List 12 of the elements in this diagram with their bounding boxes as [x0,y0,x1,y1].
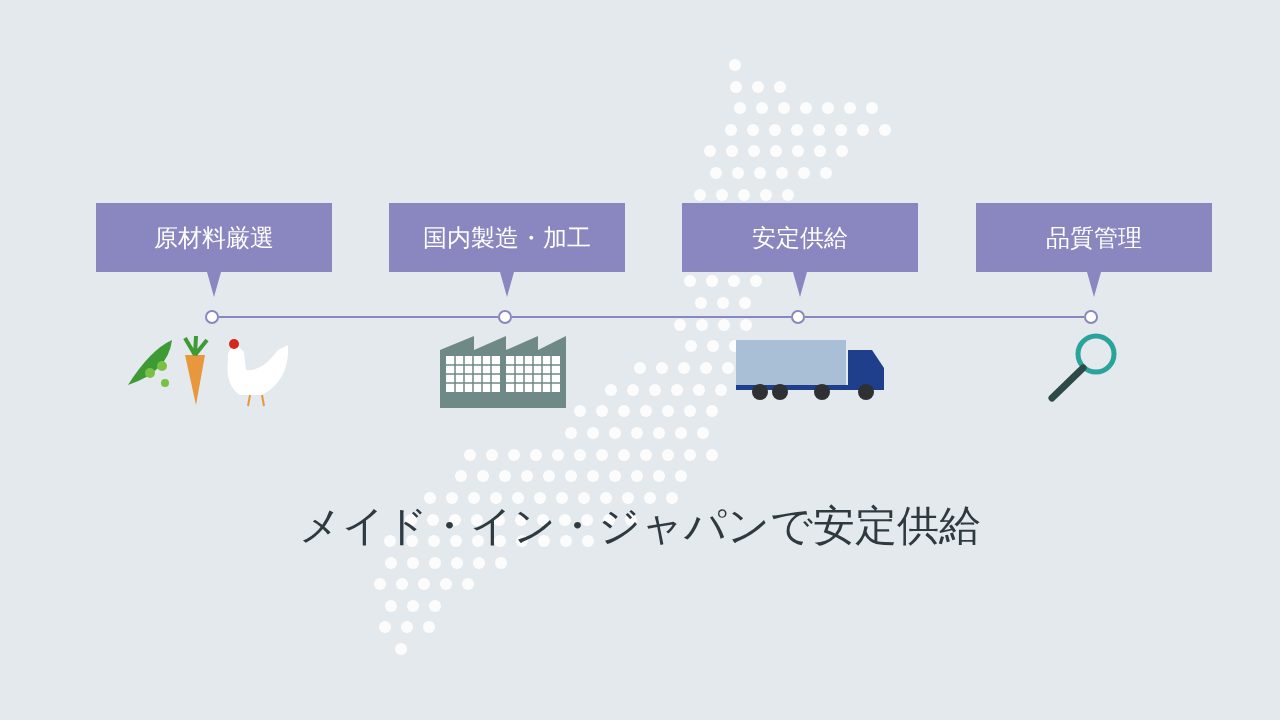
callout-label: 国内製造・加工 [423,223,591,254]
timeline-line [804,316,1085,318]
timeline-line [218,316,499,318]
caption: メイド・イン・ジャパンで安定供給 [298,500,982,552]
timeline-dot [1084,310,1098,324]
callout-label: 品質管理 [1046,223,1142,254]
callout-label: 原材料厳選 [154,223,274,254]
callout-label: 安定供給 [752,223,848,254]
timeline-dot [498,310,512,324]
timeline-dot [205,310,219,324]
timeline-dot [791,310,805,324]
timeline-line [511,316,792,318]
